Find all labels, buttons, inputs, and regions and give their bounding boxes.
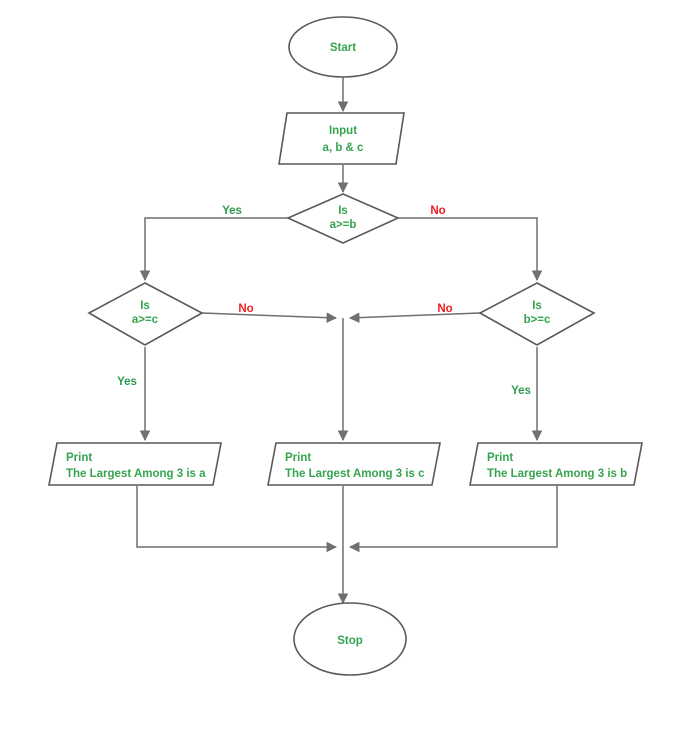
node-start[interactable]: Start xyxy=(288,16,398,78)
decision-bc-line1: Is xyxy=(532,300,542,312)
stop-ellipse xyxy=(293,602,407,676)
node-print-c[interactable]: Print The Largest Among 3 is c xyxy=(267,442,441,486)
edge-ab-yes-to-ac xyxy=(139,217,288,282)
node-print-a[interactable]: Print The Largest Among 3 is a xyxy=(48,442,222,486)
decision-ac-line2: a>=c xyxy=(132,314,159,326)
node-decision-b-ge-c[interactable]: Is b>=c xyxy=(478,282,596,346)
start-ellipse xyxy=(288,16,398,78)
edge-label-ac-no: No xyxy=(238,303,253,315)
decision-bc-line2: b>=c xyxy=(524,314,551,326)
edge-labels: Yes No No No Yes Yes xyxy=(117,205,531,397)
input-parallelogram xyxy=(278,112,405,165)
stop-label: Stop xyxy=(337,635,363,647)
decision-ac-diamond xyxy=(87,282,204,346)
print-b-line2: The Largest Among 3 is b xyxy=(487,468,627,480)
print-b-line1: Print xyxy=(487,452,513,464)
input-label-line2: a, b & c xyxy=(323,142,365,154)
edge-print-a-to-bottom xyxy=(136,486,338,553)
node-stop[interactable]: Stop xyxy=(293,602,407,676)
edge-bc-no-to-junction xyxy=(348,312,481,323)
print-c-line1: Print xyxy=(285,452,311,464)
decision-ab-diamond xyxy=(286,193,400,244)
node-input[interactable]: Input a, b & c xyxy=(278,112,405,165)
print-a-parallelogram xyxy=(48,442,222,486)
node-decision-a-ge-c[interactable]: Is a>=c xyxy=(87,282,204,346)
print-b-parallelogram xyxy=(469,442,643,486)
edge-label-ac-yes: Yes xyxy=(117,376,137,388)
edge-ac-no-to-junction xyxy=(201,312,338,323)
edge-label-bc-no: No xyxy=(437,303,452,315)
edge-label-bc-yes: Yes xyxy=(511,385,531,397)
decision-ac-line1: Is xyxy=(140,300,150,312)
decision-ab-line2: a>=b xyxy=(330,219,357,231)
decision-ab-line1: Is xyxy=(338,205,348,217)
print-a-line1: Print xyxy=(66,452,92,464)
connectors xyxy=(136,75,558,605)
edge-ab-no-to-bc xyxy=(398,217,543,282)
print-a-line2: The Largest Among 3 is a xyxy=(66,468,206,480)
print-c-parallelogram xyxy=(267,442,441,486)
print-c-line2: The Largest Among 3 is c xyxy=(285,468,425,480)
edge-print-b-to-bottom xyxy=(348,486,558,553)
node-decision-a-ge-b[interactable]: Is a>=b xyxy=(286,193,400,244)
node-print-b[interactable]: Print The Largest Among 3 is b xyxy=(469,442,643,486)
input-label-line1: Input xyxy=(329,125,357,137)
edge-label-ab-no: No xyxy=(430,205,445,217)
decision-bc-diamond xyxy=(478,282,596,346)
edge-label-ab-yes: Yes xyxy=(222,205,242,217)
start-label: Start xyxy=(330,42,356,54)
